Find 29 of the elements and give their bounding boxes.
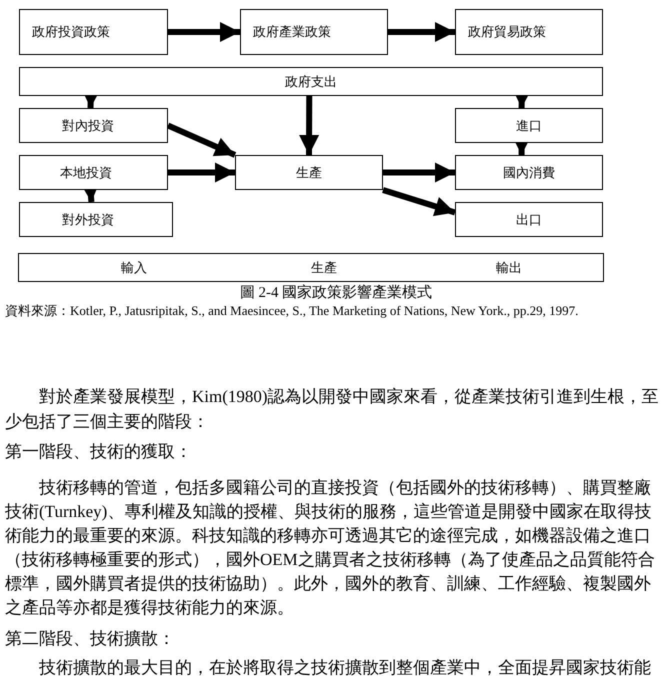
arrow xyxy=(168,162,235,182)
stage-label: 生產 xyxy=(311,258,337,276)
section-heading: 第二階段、技術擴散： xyxy=(5,628,176,650)
stage-label: 輸出 xyxy=(496,258,522,276)
arrow xyxy=(299,96,320,156)
process-box: 對內投資 xyxy=(19,108,168,143)
process-box: 本地投資 xyxy=(19,155,168,190)
paragraph: 技術擴散的最大目的，在於將取得之技術擴散到整個產業中，全面提昇國家技術能 xyxy=(38,657,652,679)
source-note: 資料來源：Kotler, P., Jatusripitak, S., and Maesincee, S., The Marketing of Nations, New York., pp.29, 1997. xyxy=(5,302,580,319)
process-box: 對外投資 xyxy=(19,202,173,237)
paragraph: 對於產業發展模型，Kim(1980)認為以開發中國家來看，從產業技術引進到生根，至少包括了三個主要的階段： xyxy=(5,386,660,433)
process-box: 政府投資政策 xyxy=(19,9,168,55)
process-box: 政府產業政策 xyxy=(240,9,388,55)
arrow xyxy=(382,187,456,216)
section-heading: 第一階段、技術的獲取： xyxy=(5,441,193,463)
process-box: 國內消費 xyxy=(455,155,603,190)
process-box: 生產 xyxy=(235,155,383,190)
paragraph: 技術移轉的管道，包括多國籍公司的直接投資（包括國外的技術移轉）、購買整廠技術(Turnkey)、專利權及知識的授權、與技術的服務，這些管道是開發中國家在取得技術能力的最重要的來源。科技知識的移轉亦可透過其它的途徑完成，如機器設備之進口（技術移轉極重要的形式），國外OEM之購買者之技術移轉（為了使產品之品質能符合標準，國外購買者提供的技術協助）。此外，國外的教育、訓練、工作經驗、複製國外之產品等亦都是獲得技術能力的來源。 xyxy=(5,477,656,619)
figure-caption: 圖 2-4 國家政策影響產業模式 xyxy=(238,283,434,302)
process-box: 出口 xyxy=(455,202,603,237)
arrow xyxy=(383,162,455,182)
arrow xyxy=(388,22,455,42)
arrow xyxy=(166,122,236,158)
stage-label: 輸入 xyxy=(121,258,147,276)
arrow xyxy=(168,22,240,42)
process-box: 政府貿易政策 xyxy=(455,9,603,55)
stage-band xyxy=(18,253,604,282)
process-box: 進口 xyxy=(455,108,603,143)
spending-band: 政府支出 xyxy=(19,67,603,96)
